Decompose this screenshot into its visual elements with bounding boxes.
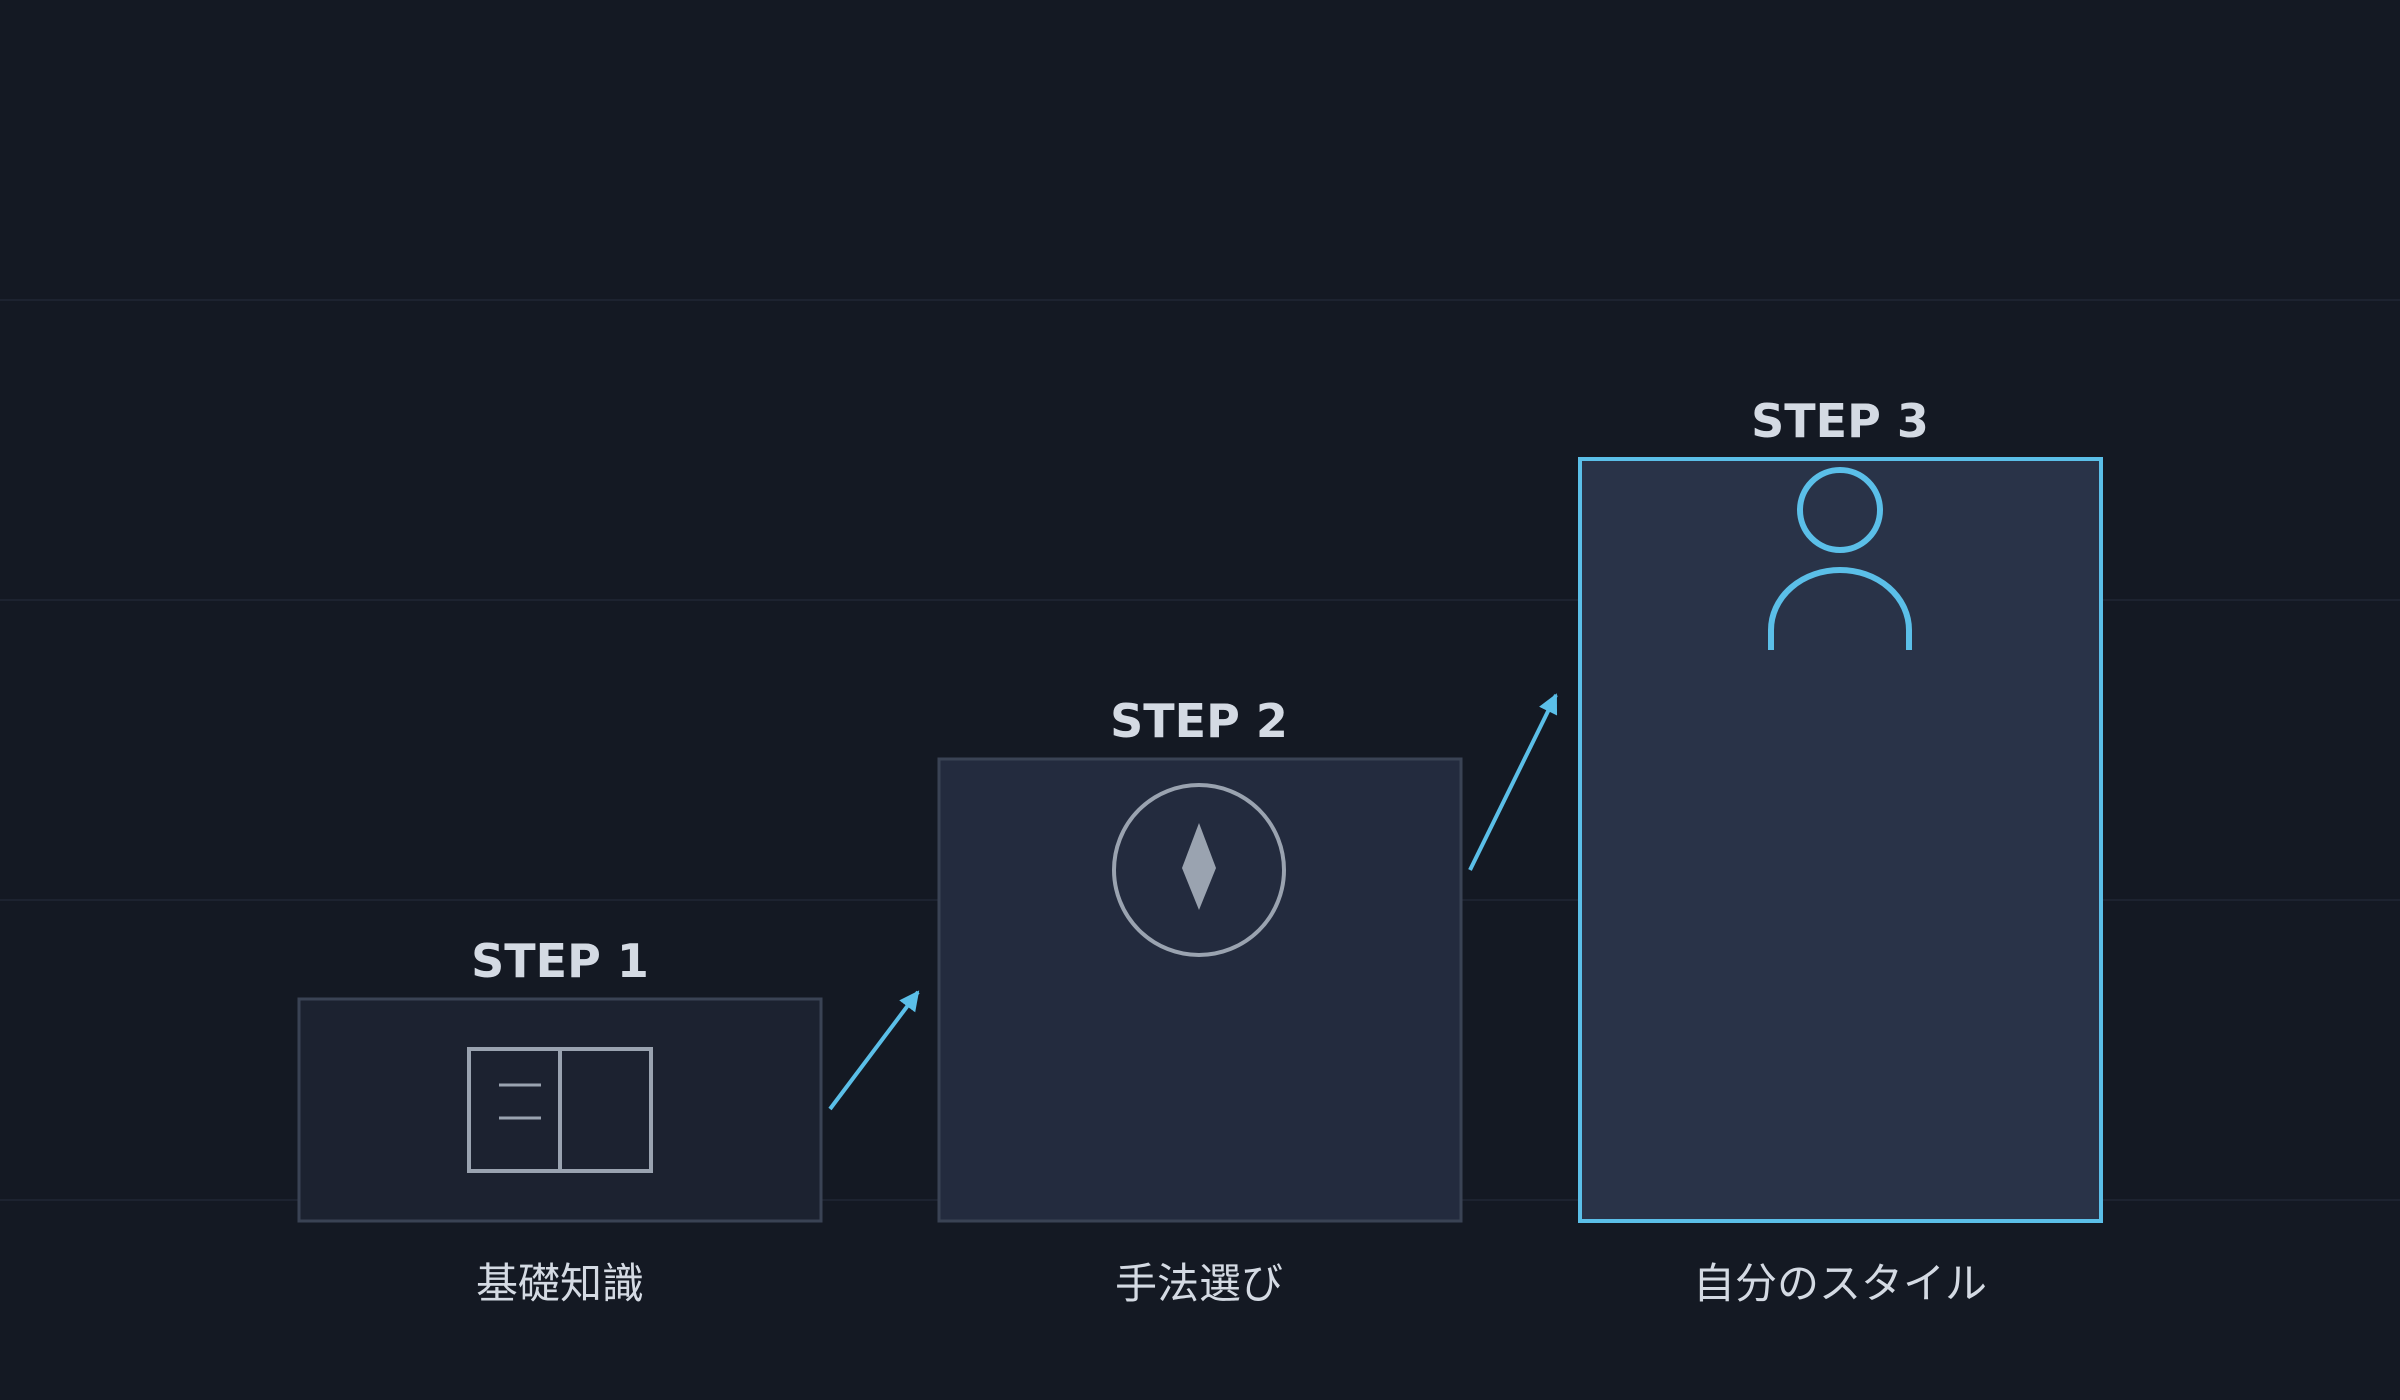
step-2-caption: 手法選び	[1115, 1259, 1283, 1308]
step-1-title: STEP 1	[471, 934, 649, 988]
step-1: STEP 1 基礎知識	[297, 934, 823, 1308]
step-2-title: STEP 2	[1110, 694, 1288, 748]
step-3-title: STEP 3	[1751, 394, 1929, 448]
arrow-step1-to-step2	[828, 990, 920, 1111]
step-3-box	[1578, 457, 2103, 1223]
step-3: STEP 3 自分のスタイル	[1578, 394, 2103, 1308]
person-icon	[1768, 467, 1912, 650]
arrow-step2-to-step3	[1468, 693, 1558, 871]
book-icon	[467, 1047, 653, 1173]
compass-icon	[1112, 783, 1286, 957]
step-2: STEP 2 手法選び	[937, 694, 1463, 1308]
step-1-caption: 基礎知識	[476, 1259, 644, 1308]
step-3-caption: 自分のスタイル	[1693, 1259, 1987, 1308]
